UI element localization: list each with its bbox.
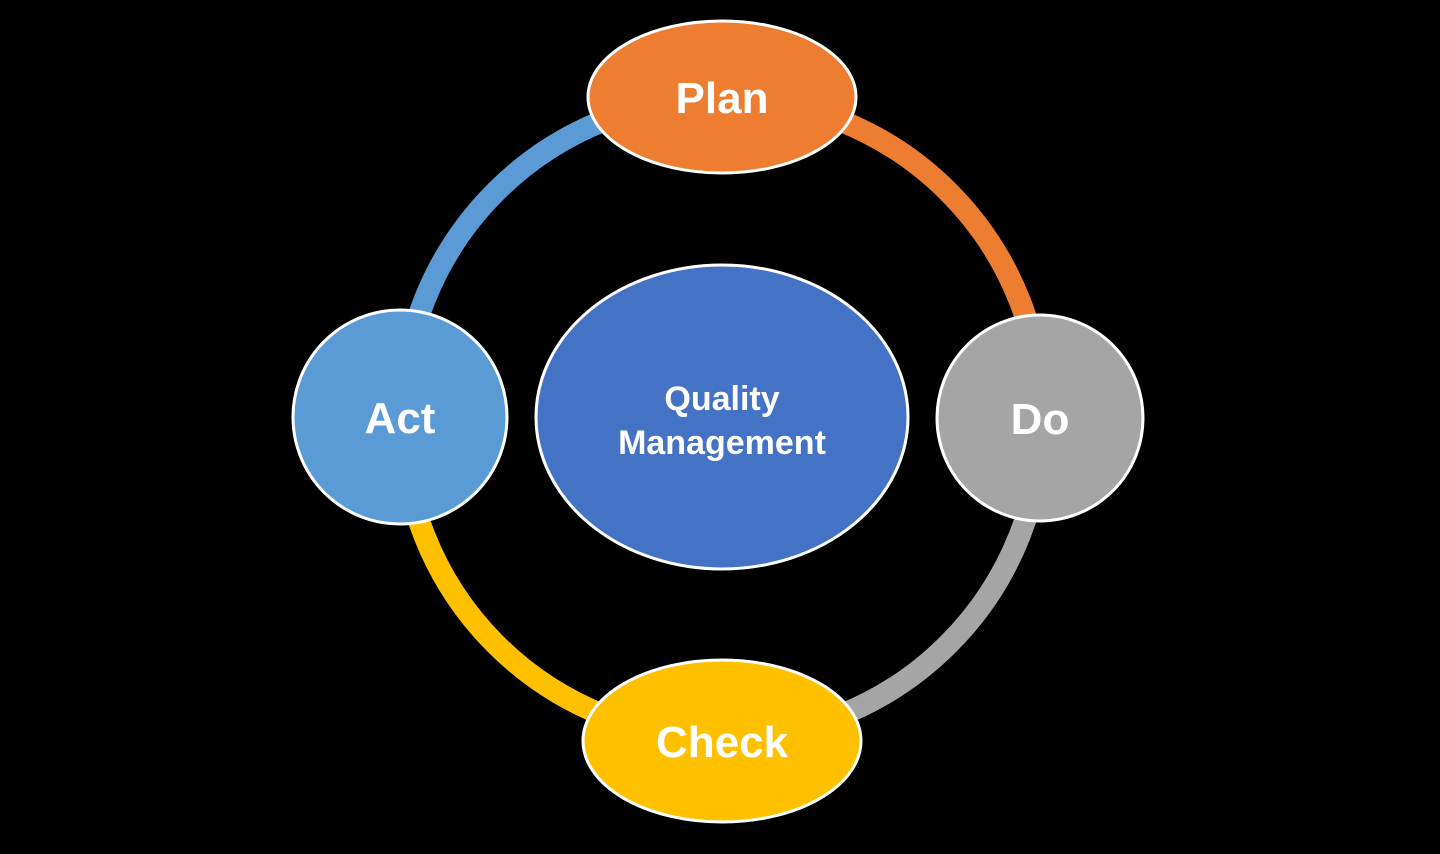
quality-management-ellipse bbox=[534, 263, 910, 571]
act-circle bbox=[291, 308, 509, 526]
quality-management-label-line1: Quality bbox=[664, 380, 779, 418]
act-label: Act bbox=[365, 394, 436, 443]
node-act: Act bbox=[291, 308, 509, 526]
check-label: Check bbox=[656, 718, 789, 767]
do-circle bbox=[935, 313, 1145, 523]
quality-management-label-line2: Management bbox=[618, 424, 826, 462]
do-label: Do bbox=[1011, 395, 1070, 444]
check-ellipse bbox=[581, 658, 863, 824]
node-check: Check bbox=[581, 658, 863, 824]
node-quality-management: Quality Management bbox=[534, 263, 910, 571]
node-do: Do bbox=[935, 313, 1145, 523]
plan-label: Plan bbox=[676, 74, 769, 123]
node-plan: Plan bbox=[586, 19, 858, 175]
plan-ellipse bbox=[586, 19, 858, 175]
